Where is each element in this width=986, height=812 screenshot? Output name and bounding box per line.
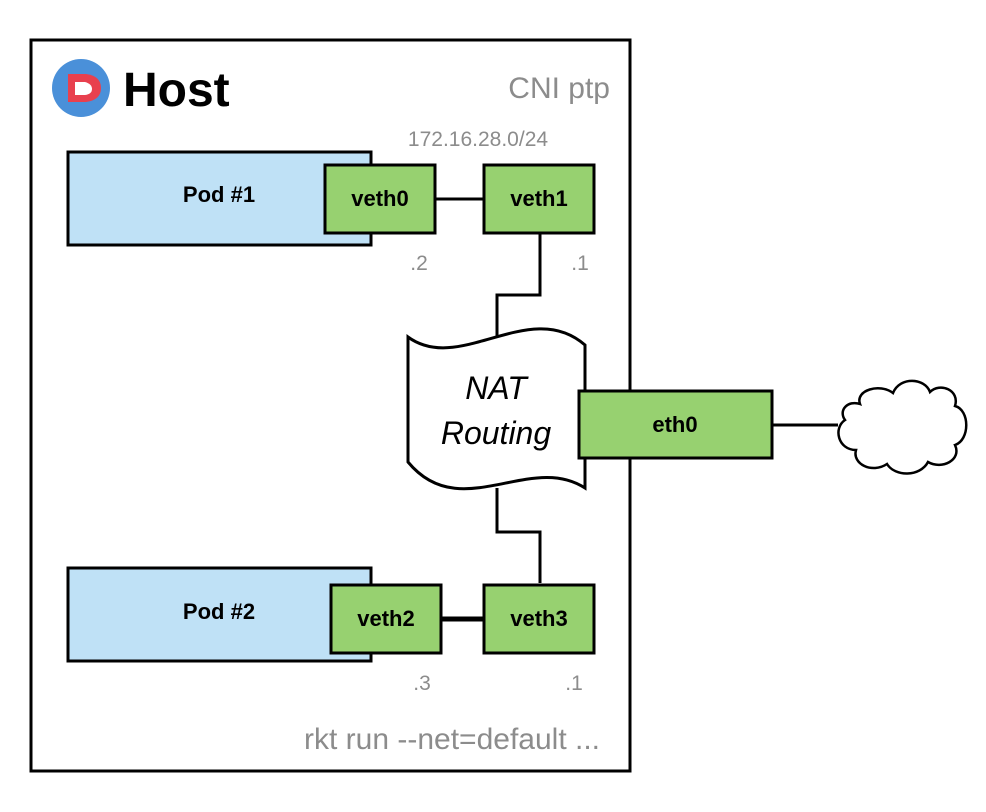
- veth1-label: veth1: [510, 186, 567, 211]
- eth0-box: [577, 389, 774, 460]
- plugin-label: CNI ptp: [508, 72, 610, 105]
- cloud-icon: [837, 379, 968, 475]
- subnet-label: 172.16.28.0/24: [408, 128, 548, 151]
- veth0-label: veth0: [351, 186, 408, 211]
- veth1-ip: .1: [571, 252, 589, 275]
- command-label: rkt run --net=default ...: [304, 723, 600, 756]
- veth2-label: veth2: [357, 606, 414, 631]
- pod-1-box: [66, 150, 373, 247]
- veth2-box: [329, 583, 443, 655]
- veth3-label: veth3: [510, 606, 567, 631]
- veth0-ip: .2: [410, 252, 428, 275]
- eth0-label: eth0: [652, 412, 697, 437]
- veth0-box: [323, 163, 437, 235]
- nat-label-line2: Routing: [441, 415, 552, 451]
- veth1-nat-link: [495, 233, 542, 337]
- veth1-box: [482, 163, 596, 235]
- nat-label-line1: NAT: [465, 370, 529, 406]
- veth3-ip: .1: [565, 672, 583, 695]
- pod-1-label: Pod #1: [183, 182, 255, 207]
- rkt-logo-icon: [52, 59, 110, 117]
- veth2-ip: .3: [413, 672, 431, 695]
- pod-2-label: Pod #2: [183, 599, 255, 624]
- host-title: Host: [123, 64, 230, 117]
- pod-2-box: [66, 566, 373, 663]
- nat-routing-shape: [406, 327, 587, 491]
- veth3-box: [482, 583, 596, 655]
- nat-veth3-link: [495, 488, 542, 583]
